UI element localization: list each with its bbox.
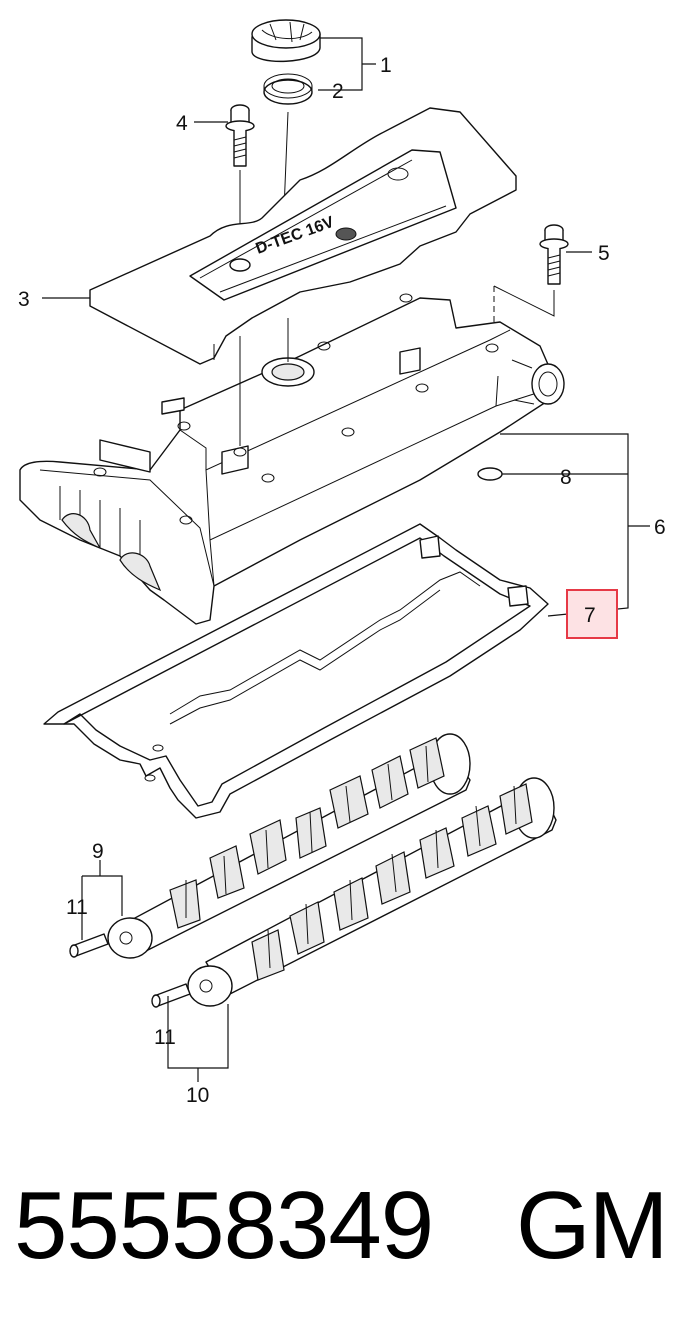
callout-4: 4 — [176, 112, 188, 135]
engine-cover: D-TEC 16V — [89, 107, 517, 365]
oil-filler-cap — [251, 19, 321, 62]
camshaft-9 — [107, 733, 471, 959]
callout-7: 7 — [584, 604, 596, 627]
callout-11-upper: 11 — [66, 896, 88, 919]
callout-6: 6 — [654, 516, 666, 539]
bolt-5 — [539, 224, 569, 285]
callout-3: 3 — [18, 288, 30, 311]
callout-7-highlight — [566, 589, 618, 639]
o-ring — [477, 467, 503, 481]
camshaft-10 — [187, 777, 557, 1007]
valve-cover-gasket — [43, 523, 549, 819]
callout-2: 2 — [332, 80, 344, 103]
callout-1: 1 — [380, 54, 392, 77]
dowel-pin-upper — [69, 933, 109, 958]
valve-cover — [19, 293, 565, 625]
dowel-pin-lower — [151, 983, 191, 1008]
brand-name: GM — [516, 1172, 669, 1279]
callout-5: 5 — [598, 242, 610, 265]
callout-10: 10 — [186, 1084, 209, 1107]
cap-seal-ring — [263, 73, 313, 105]
bolt-4 — [225, 104, 255, 167]
callout-9: 9 — [92, 840, 104, 863]
callout-8: 8 — [560, 466, 572, 489]
callout-11-lower: 11 — [154, 1026, 176, 1049]
part-number: 55558349 — [14, 1172, 434, 1279]
